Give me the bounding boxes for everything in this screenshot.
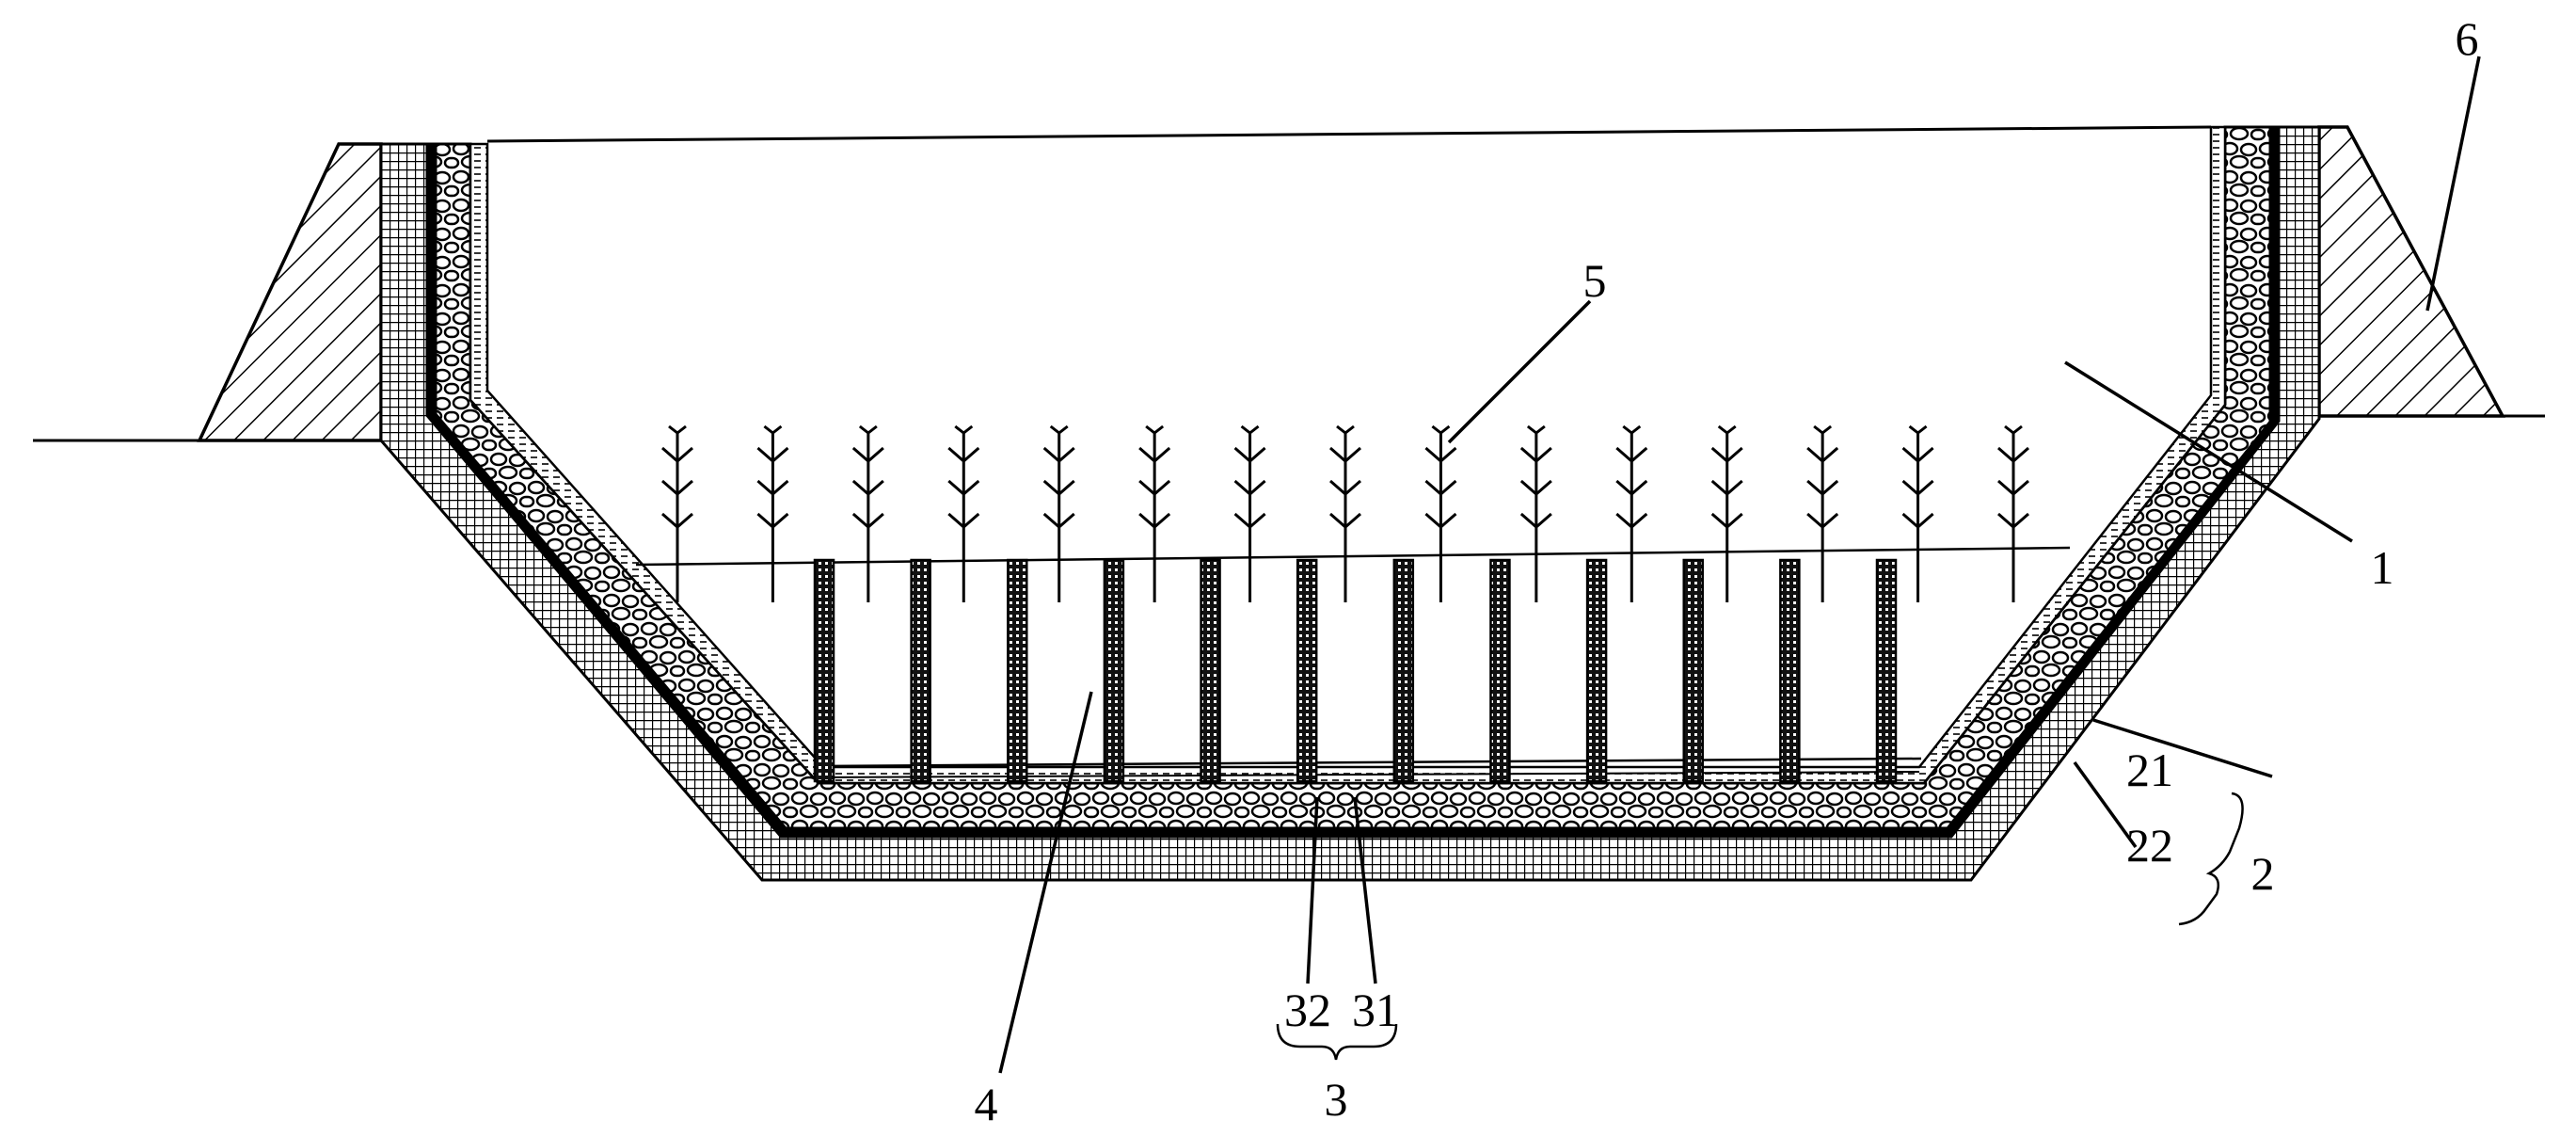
embankment-right (2317, 125, 2505, 418)
inner-layer-1 (469, 125, 2227, 785)
column (1682, 558, 1704, 783)
plant (661, 424, 693, 602)
leader-6 (2425, 56, 2481, 312)
column (1007, 558, 1028, 783)
label-6: 6 (2456, 12, 2479, 65)
embankment-left (197, 142, 383, 442)
plant (1042, 424, 1075, 602)
leader-4 (998, 691, 1093, 1074)
columns-group (813, 558, 1898, 783)
label-2: 2 (2251, 847, 2275, 900)
leader-22 (2073, 760, 2138, 849)
label-1: 1 (2371, 541, 2394, 594)
plant (1233, 424, 1266, 602)
column (1875, 558, 1898, 783)
column (813, 558, 835, 783)
column (1779, 558, 1801, 783)
leader-21 (2092, 718, 2273, 778)
column (1392, 558, 1415, 783)
label-32: 32 (1284, 984, 1331, 1036)
plant (1997, 424, 2029, 602)
bottom-inner-line (818, 757, 1922, 768)
brace-3 (1276, 1023, 1398, 1061)
leader-32 (1306, 796, 1319, 984)
column (1585, 558, 1608, 783)
plant (1329, 424, 1361, 602)
brace-2 (2178, 792, 2244, 926)
label-5: 5 (1583, 254, 1607, 307)
plant (947, 424, 980, 602)
plant (851, 424, 884, 602)
label-3: 3 (1325, 1073, 1348, 1126)
plant (1615, 424, 1648, 602)
column (1489, 558, 1511, 783)
bottom-inner-line-2 (822, 771, 1920, 778)
column (1200, 558, 1221, 783)
column (1296, 558, 1318, 783)
label-31: 31 (1352, 984, 1399, 1036)
label-21: 21 (2126, 744, 2173, 796)
membrane-layer-21 (425, 127, 2281, 839)
leader-1 (2064, 360, 2353, 543)
plant (1901, 424, 1934, 602)
gravel-layer (434, 125, 2272, 830)
leader-31 (1353, 796, 1377, 984)
column (1103, 558, 1125, 783)
plant (1424, 424, 1457, 602)
column (910, 558, 931, 783)
basin-top-line (486, 125, 2212, 143)
plant (1806, 424, 1839, 602)
label-4: 4 (975, 1078, 998, 1130)
label-22: 22 (2126, 819, 2173, 872)
plant (1710, 424, 1743, 602)
plant (756, 424, 789, 602)
leader-5 (1447, 299, 1592, 444)
plant (1519, 424, 1552, 602)
plants-group (661, 424, 2029, 602)
plant (1138, 424, 1171, 602)
water-level-line (635, 546, 2071, 567)
